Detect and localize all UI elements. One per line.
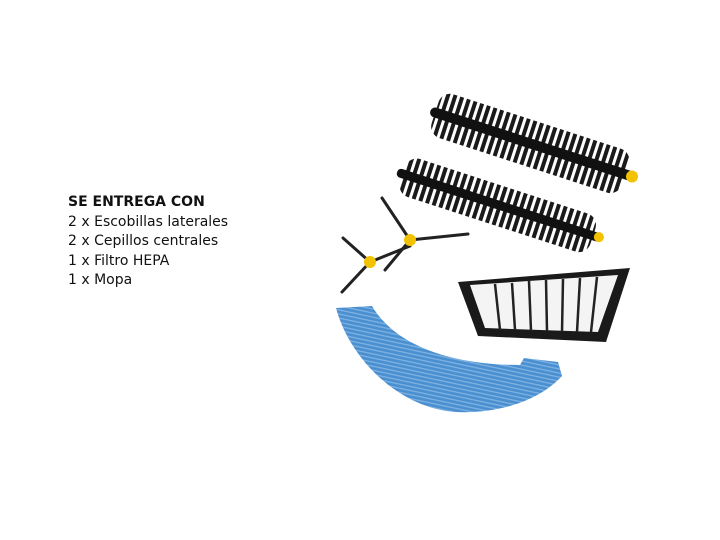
caption-item: 2 x Cepillos centrales — [68, 233, 219, 249]
side-brush — [340, 196, 470, 294]
mop-pad — [336, 306, 562, 413]
caption-item: 2 x Escobillas laterales — [68, 213, 229, 230]
main-brush-top — [430, 93, 639, 194]
caption-item: 1 x Mopa — [68, 272, 133, 288]
caption-title: SE ENTREGA CON — [68, 194, 205, 210]
hepa-filter — [458, 268, 630, 342]
caption-item: 1 x Filtro HEPA — [68, 252, 170, 269]
included-items-caption: SE ENTREGA CON 2 x Escobillas laterales … — [68, 193, 228, 291]
main-brush-bottom — [396, 158, 604, 253]
